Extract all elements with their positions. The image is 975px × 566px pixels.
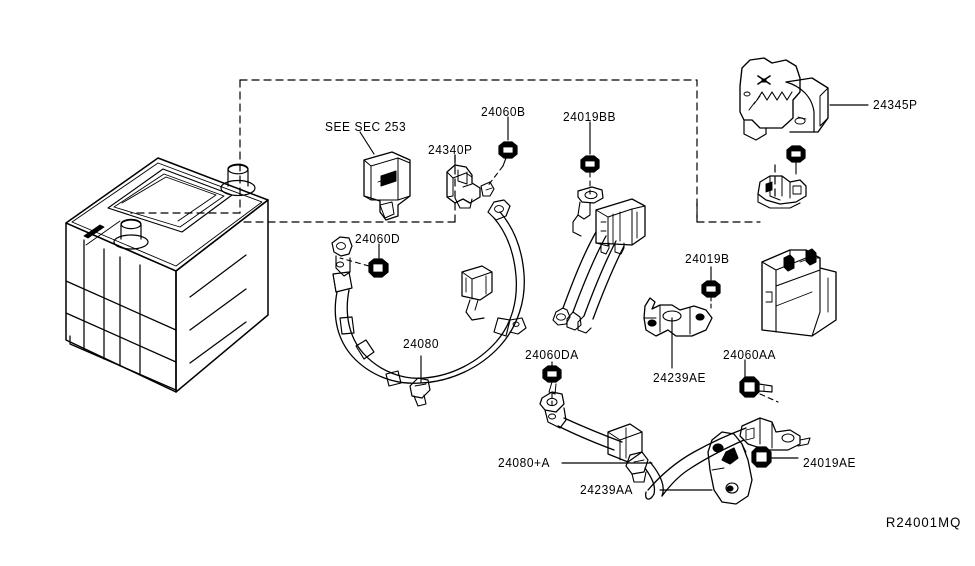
label-24060da: 24060DA <box>525 347 579 362</box>
battery-holder-part <box>446 164 495 209</box>
leader-24060b-dashed <box>486 165 504 188</box>
battery-part <box>65 157 269 393</box>
label-see-sec-253: SEE SEC 253 <box>325 119 407 134</box>
label-24060aa: 24060AA <box>723 347 777 362</box>
bolt-24060aa-part <box>739 376 773 398</box>
leader-see-sec-253 <box>359 131 375 155</box>
label-24345p: 24345P <box>873 97 918 112</box>
nut-24019bb-part <box>580 155 600 173</box>
label-24019ae: 24019AE <box>803 455 857 470</box>
dashed-group-boundary <box>130 79 776 223</box>
leader-24060d-dashed <box>339 257 370 267</box>
label-24019b: 24019B <box>685 251 730 266</box>
label-24060d: 24060D <box>355 231 401 246</box>
fuse-block-part <box>363 151 411 221</box>
nut-24060b-part <box>498 141 518 167</box>
nut-24060da-part <box>542 365 562 395</box>
label-24019bb: 24019BB <box>563 109 617 124</box>
terminal-cover-part <box>739 57 829 141</box>
label-24080a: 24080+A <box>498 455 551 470</box>
label-24080: 24080 <box>403 336 440 351</box>
nut-24019b-part <box>701 280 721 298</box>
bracket-24239aa-part <box>707 431 753 505</box>
label-24239ae: 24239AE <box>653 370 707 385</box>
leader-24060aa-dashed <box>759 393 779 403</box>
negative-cable-part <box>539 391 811 500</box>
relay-box-part <box>761 248 837 337</box>
label-24060b: 24060B <box>481 104 526 119</box>
harness-module-part <box>552 186 646 334</box>
sheet-code: R24001MQ <box>885 514 961 530</box>
positive-terminal-clamp-part <box>757 175 807 209</box>
positive-cable-part <box>331 199 527 407</box>
nut-cover-part <box>786 145 806 175</box>
bracket-24239ae-part <box>643 297 713 337</box>
nut-24019ae-part <box>751 446 772 468</box>
label-24239aa: 24239AA <box>580 482 634 497</box>
label-24340p: 24340P <box>428 142 473 157</box>
nut-24060d-part <box>368 258 389 278</box>
